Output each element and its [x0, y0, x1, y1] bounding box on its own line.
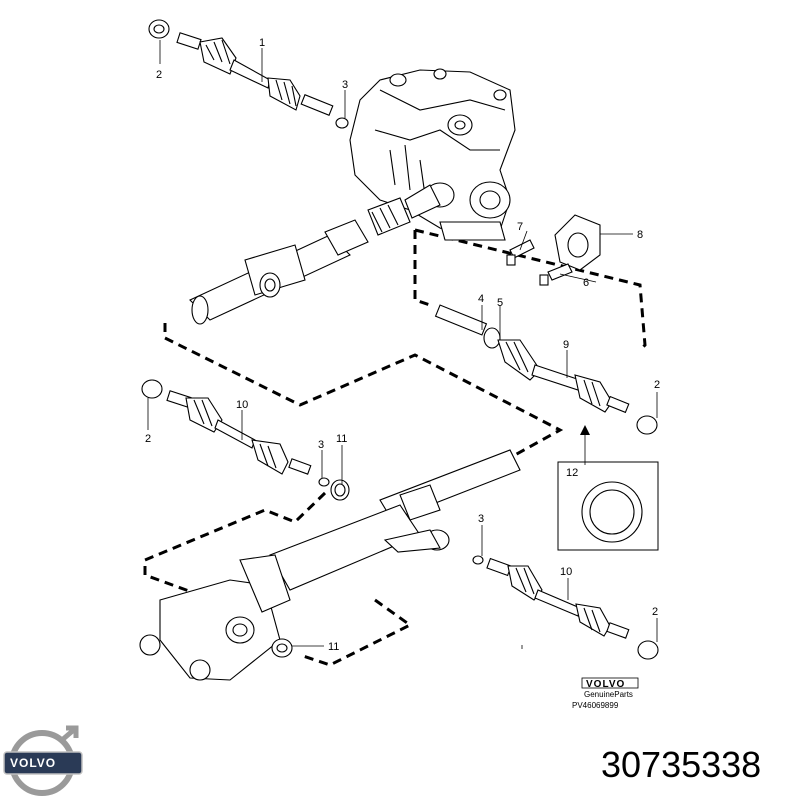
callout-7: 7	[517, 221, 523, 233]
callout-10: 10	[560, 566, 572, 578]
callout-11: 11	[328, 641, 339, 653]
drive-shaft-right-front	[434, 304, 658, 435]
rear-differential	[139, 554, 293, 681]
callout-9: 9	[563, 339, 569, 351]
stamp-subline: GenuineParts	[584, 690, 633, 699]
callout-11: 11	[336, 433, 347, 445]
callout-4: 4	[478, 293, 484, 305]
callout-3: 3	[342, 79, 348, 91]
callout-3: 3	[318, 439, 324, 451]
propeller-shaft-upper	[189, 184, 441, 325]
genuine-parts-stamp: VOLVO GenuineParts PV46069899	[572, 677, 639, 710]
part-number: 30735338	[601, 744, 761, 785]
drive-shaft-upper-left	[148, 19, 349, 129]
transmission-housing	[349, 68, 516, 241]
abs-ring-box	[557, 425, 659, 551]
callout-8: 8	[637, 229, 643, 241]
drive-shaft-left-rear	[141, 379, 350, 501]
center-bearing-bracket	[506, 214, 601, 286]
leader-lines	[147, 40, 658, 647]
dashed-outline	[143, 228, 647, 667]
callout-2: 2	[652, 606, 658, 618]
stamp-brand: VOLVO	[586, 679, 625, 690]
volvo-logo: VOLVO	[3, 725, 83, 796]
callout-3: 3	[478, 513, 484, 525]
callout-2: 2	[145, 433, 151, 445]
callout-6: 6	[583, 277, 589, 289]
callout-10: 10	[236, 399, 248, 411]
callout-2: 2	[156, 69, 162, 81]
callouts: 1 2 3 4 5 6 7 8 9 2 2 10 3 11 12 3 10 2 …	[145, 37, 660, 653]
callout-12: 12	[566, 467, 578, 479]
callout-5: 5	[497, 297, 503, 309]
callout-1: 1	[259, 37, 265, 49]
stamp-code: PV46069899	[572, 701, 619, 710]
logo-text: VOLVO	[10, 756, 56, 770]
callout-2: 2	[654, 379, 660, 391]
drive-shaft-right-rear	[472, 555, 659, 660]
